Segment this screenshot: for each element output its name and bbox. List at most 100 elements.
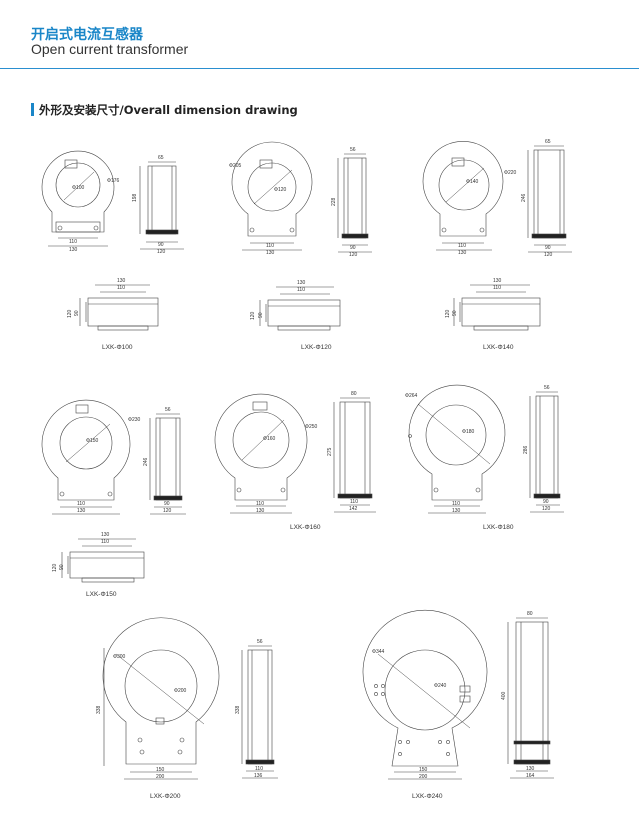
drawing-lxk-240: Φ344 Φ240 150 200 80 400 130 164 LXK-Φ24…	[362, 609, 554, 800]
dim-height: 275	[327, 447, 333, 456]
dim-height-side: 338	[235, 705, 241, 714]
drawing-lxk-180: Φ264 Φ180 110 130 56 286 90 120 LXK-Φ180	[405, 384, 564, 531]
dim-top: 65	[158, 155, 164, 161]
dim-top: 56	[257, 639, 263, 645]
dim-top: 56	[165, 407, 171, 413]
dim-side-1: 90	[350, 245, 356, 251]
dim-base-1: 110	[266, 243, 274, 249]
front-view	[214, 393, 308, 514]
dim-height: 400	[501, 691, 507, 700]
caption: LXK-Φ100	[102, 344, 133, 351]
dim-side-2: 120	[157, 249, 166, 255]
side-view	[527, 145, 572, 253]
dim-base-1: 110	[256, 501, 264, 507]
dim-bottom-h2: 90	[258, 312, 264, 318]
side-view	[337, 153, 372, 253]
dim-height: 246	[521, 193, 527, 202]
dim-outer: Φ300	[113, 654, 126, 660]
drawing-lxk-200: Φ300 Φ200 338 150 200 56 338 110 136 LXK…	[96, 617, 278, 800]
caption: LXK-Φ160	[290, 524, 321, 531]
caption: LXK-Φ120	[301, 344, 332, 351]
dim-inner: Φ150	[86, 438, 99, 444]
dim-height: 338	[96, 705, 102, 714]
dim-bottom-2: 110	[297, 287, 305, 293]
dim-top: 80	[527, 611, 533, 617]
section-marker	[31, 103, 34, 116]
dim-outer: Φ264	[405, 393, 418, 399]
dim-bottom-h2: 90	[452, 310, 458, 316]
section-title: 外形及安装尺寸/Overall dimension drawing	[39, 103, 298, 117]
dim-base-1: 110	[69, 239, 77, 245]
caption: LXK-Φ240	[412, 793, 443, 800]
dim-base-1: 150	[156, 767, 165, 773]
dim-side-1: 130	[526, 766, 535, 772]
dim-side-1: 90	[543, 499, 549, 505]
dim-height: 198	[132, 193, 138, 202]
dim-side-2: 164	[526, 773, 535, 779]
dim-bottom-1: 130	[117, 278, 126, 284]
dim-bottom-h2: 90	[59, 564, 65, 570]
front-view	[102, 617, 220, 780]
dim-side-1: 110	[350, 499, 358, 505]
drawing-lxk-140: Φ220 Φ140 110 130 65 246 90 120 130 110 …	[422, 139, 572, 351]
dim-outer: Φ220	[504, 170, 517, 176]
dim-base-2: 130	[452, 508, 461, 514]
dim-inner: Φ140	[466, 179, 479, 185]
dim-inner: Φ200	[174, 688, 187, 694]
header-divider	[0, 68, 639, 69]
dim-top: 56	[544, 385, 550, 391]
drawing-lxk-120: Φ205 Φ120 110 130 56 228 90 120 130 110 …	[229, 141, 372, 351]
front-view	[422, 141, 504, 251]
drawing-lxk-160: Φ250 Φ160 110 130 80 275 110 142 LXK-Φ16…	[214, 391, 376, 531]
dim-side-1: 110	[255, 766, 263, 772]
dim-bottom-1: 130	[297, 280, 306, 286]
front-view	[41, 150, 115, 247]
dim-side-2: 136	[254, 773, 263, 779]
dim-bottom-2: 110	[493, 285, 501, 291]
dim-side-2: 120	[163, 508, 172, 514]
dim-bottom-h1: 120	[445, 309, 451, 318]
drawing-lxk-100: Φ176 Φ100 110 130 65 198 90 120 130 110 …	[41, 150, 184, 351]
dim-side-1: 90	[158, 242, 164, 248]
dim-outer: Φ344	[372, 649, 385, 655]
dim-side-2: 120	[349, 252, 358, 258]
caption: LXK-Φ150	[86, 591, 117, 598]
dim-outer: Φ176	[107, 178, 120, 184]
bottom-view	[79, 284, 159, 331]
side-view	[507, 617, 554, 779]
dim-base-2: 130	[458, 250, 467, 256]
dim-inner: Φ180	[462, 429, 475, 435]
bottom-view	[453, 284, 541, 331]
front-view	[231, 141, 313, 251]
dim-base-2: 200	[156, 774, 165, 780]
front-view	[362, 609, 488, 780]
dim-side-2: 120	[544, 252, 553, 258]
side-view	[333, 397, 376, 513]
side-view	[241, 645, 278, 779]
page-title-en: Open current transformer	[31, 41, 189, 57]
dim-outer: Φ205	[229, 163, 242, 169]
dim-side-2: 120	[542, 506, 551, 512]
page-title-cn: 开启式电流互感器	[31, 27, 143, 43]
dim-height: 228	[331, 197, 337, 206]
dim-bottom-1: 130	[101, 532, 110, 538]
dim-outer: Φ250	[305, 424, 318, 430]
dim-top: 80	[351, 391, 357, 397]
dim-top: 56	[350, 147, 356, 153]
dim-outer: Φ230	[128, 417, 141, 423]
dim-inner: Φ240	[434, 683, 447, 689]
bottom-view	[259, 286, 341, 331]
front-view	[41, 399, 131, 515]
bottom-view	[61, 538, 145, 583]
dim-bottom-h1: 120	[67, 309, 73, 318]
caption: LXK-Φ140	[483, 344, 514, 351]
dim-inner: Φ100	[72, 185, 85, 191]
dim-base-1: 110	[458, 243, 466, 249]
dim-inner: Φ160	[263, 436, 276, 442]
dim-inner: Φ120	[274, 187, 287, 193]
dim-base-1: 110	[77, 501, 85, 507]
caption: LXK-Φ180	[483, 524, 514, 531]
dim-side-1: 90	[164, 501, 170, 507]
dim-height: 286	[523, 445, 529, 454]
